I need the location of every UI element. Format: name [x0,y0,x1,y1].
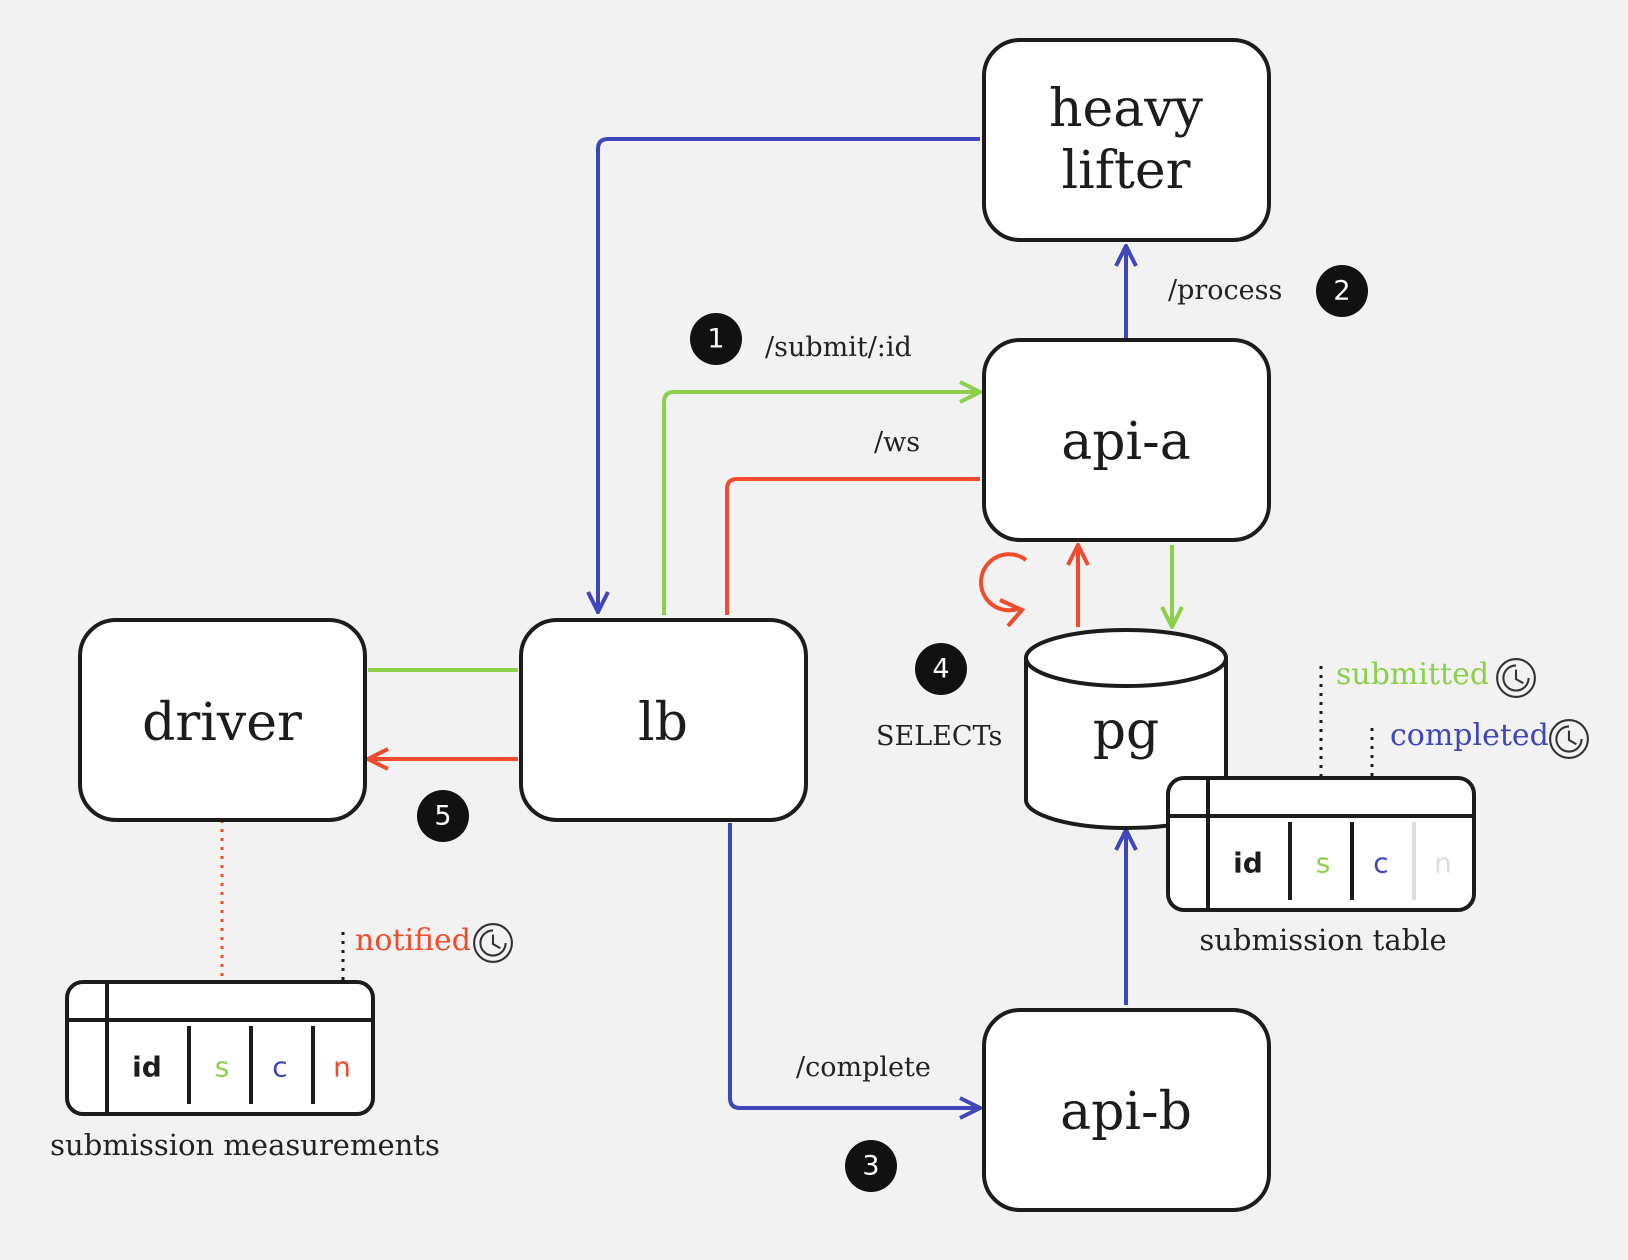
node-heavy-lifter[interactable]: heavy lifter [982,38,1271,242]
svg-text:5: 5 [434,801,451,832]
node-api-a[interactable]: api-a [982,338,1271,542]
edge-heavylifter-to-lb [598,137,980,612]
step-badge-1: 1 [690,313,742,365]
submission-col-id: id [1233,847,1263,880]
node-api-b[interactable]: api-b [982,1008,1271,1212]
node-heavy-lifter-line1: heavy [1049,79,1204,139]
node-api-a-label: api-a [1061,412,1191,472]
submission-table: id s c n submission table submitted comp… [1166,657,1589,957]
clock-icon [1549,719,1589,759]
node-lb-label: lb [638,693,688,753]
svg-text:2: 2 [1333,276,1350,307]
label-selects: SELECTs [876,721,1002,752]
submission-col-n: n [1434,847,1452,880]
marker-submitted: submitted [1336,657,1489,692]
node-pg-label: pg [1093,701,1160,761]
label-complete: /complete [796,1052,931,1083]
submission-table-caption: submission table [1199,923,1446,957]
edge-api-a-to-lb-ws [725,477,980,615]
label-process: /process [1168,275,1282,306]
measurements-col-c: c [272,1051,287,1084]
measurements-table: id s c n submission measurements notifie… [50,923,513,1162]
measurements-col-n: n [333,1051,351,1084]
submission-col-s: s [1316,847,1331,880]
clock-icon [473,923,513,963]
step-badge-3: 3 [845,1140,897,1192]
measurements-table-caption: submission measurements [50,1128,440,1162]
node-lb[interactable]: lb [519,618,808,822]
label-ws: /ws [874,427,920,458]
marker-notified: notified [355,923,471,958]
clock-icon [1496,658,1536,698]
svg-text:1: 1 [707,324,724,355]
step-badge-4: 4 [915,643,967,695]
step-badge-5: 5 [417,790,469,842]
svg-text:4: 4 [932,654,949,685]
submission-col-c: c [1373,847,1388,880]
node-api-b-label: api-b [1060,1082,1192,1142]
refresh-icon [979,552,1028,628]
node-driver[interactable]: driver [78,618,367,822]
measurements-col-s: s [215,1051,230,1084]
node-heavy-lifter-line2: lifter [1061,141,1190,201]
node-driver-label: driver [142,693,302,753]
label-submit: /submit/:id [765,332,912,363]
measurements-col-id: id [132,1051,162,1084]
step-badge-2: 2 [1316,265,1368,317]
edge-lb-to-api-b [728,823,980,1108]
marker-completed: completed [1390,718,1549,753]
edge-lb-to-api-a-submit [662,392,980,615]
svg-text:3: 3 [862,1151,879,1182]
